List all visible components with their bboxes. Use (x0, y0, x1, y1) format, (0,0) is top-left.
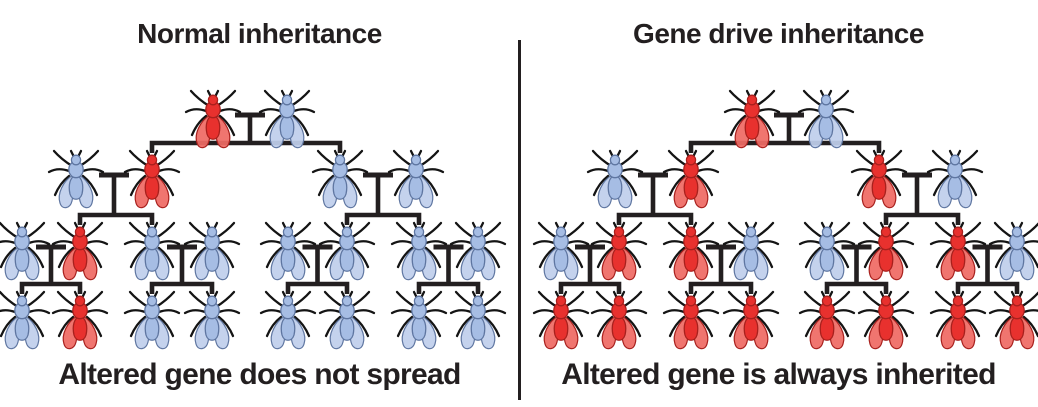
fly-normal (722, 221, 780, 281)
fly-normal (47, 149, 105, 209)
fly-normal (798, 221, 856, 281)
fly-normal (0, 221, 51, 281)
offspring-connector (688, 115, 882, 153)
fly-normal (258, 89, 316, 149)
fly-normal (390, 221, 448, 281)
fly-normal (797, 89, 855, 149)
fly-normal (532, 221, 590, 281)
fly-altered (857, 290, 915, 350)
fly-altered (850, 149, 908, 209)
fly-altered (662, 149, 720, 209)
fly-normal (318, 221, 376, 281)
fly-normal (390, 290, 448, 350)
panel-title: Gene drive inheritance (633, 18, 924, 49)
fly-altered (662, 221, 720, 281)
fly-altered (51, 290, 109, 350)
fly-normal (259, 290, 317, 350)
fly-normal (586, 149, 644, 209)
offspring-connector (149, 247, 215, 294)
panel-caption: Altered gene does not spread (58, 358, 461, 391)
offspring-connector (344, 175, 422, 225)
fly-altered (929, 290, 987, 350)
fly-altered (590, 221, 648, 281)
fly-altered (988, 290, 1038, 350)
offspring-connector (616, 175, 694, 225)
fly-normal (259, 221, 317, 281)
fly-altered (184, 89, 242, 149)
panel-caption: Altered gene is always inherited (561, 358, 996, 391)
panel-title: Normal inheritance (137, 18, 382, 49)
pedigree-tree-gene-drive (532, 89, 1038, 350)
fly-normal (988, 221, 1038, 281)
fly-normal (926, 149, 984, 209)
fly-altered (51, 221, 109, 281)
panel-normal-inheritance: Normal inheritance Altered gene does not… (0, 18, 507, 391)
fly-altered (662, 290, 720, 350)
fly-normal (311, 149, 369, 209)
fly-normal (183, 290, 241, 350)
offspring-connector (285, 247, 350, 294)
offspring-connector (19, 247, 83, 294)
fly-normal (0, 290, 51, 350)
fly-normal (387, 149, 445, 209)
fly-normal (123, 221, 181, 281)
fly-altered (798, 290, 856, 350)
offspring-connector (77, 175, 155, 225)
offspring-connector (883, 175, 961, 225)
panel-divider (518, 40, 521, 400)
fly-altered (929, 221, 987, 281)
fly-normal (318, 290, 376, 350)
fly-normal (449, 221, 507, 281)
fly-altered (532, 290, 590, 350)
fly-altered (857, 221, 915, 281)
pedigree-tree-normal (0, 89, 507, 350)
fly-normal (183, 221, 241, 281)
fly-altered (722, 290, 780, 350)
offspring-connector (688, 247, 754, 294)
fly-altered (723, 89, 781, 149)
offspring-connector (416, 247, 481, 294)
offspring-connector (824, 247, 889, 294)
fly-altered (590, 290, 648, 350)
offspring-connector (149, 115, 343, 153)
offspring-connector (558, 247, 622, 294)
fly-normal (123, 290, 181, 350)
panel-gene-drive-inheritance: Gene drive inheritance Altered gene is a… (519, 0, 1038, 407)
fly-altered (123, 149, 181, 209)
fly-normal (449, 290, 507, 350)
offspring-connector (955, 247, 1020, 294)
